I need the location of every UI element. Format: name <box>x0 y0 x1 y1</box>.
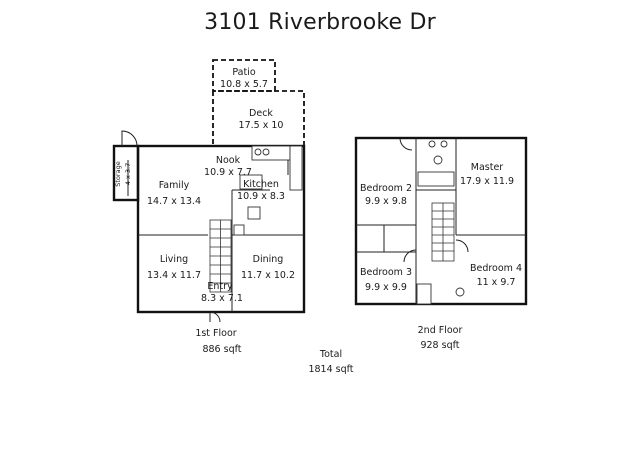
second-floor-stairs <box>431 202 455 262</box>
total-sqft: 1814 sqft <box>308 364 353 375</box>
room-dims-bedroom-2: 9.9 x 9.8 <box>365 196 407 207</box>
room-dims-living: 13.4 x 11.7 <box>147 270 201 281</box>
storage-outline <box>112 144 140 202</box>
room-name-kitchen: Kitchen <box>243 179 279 190</box>
room-name-bedroom-3: Bedroom 3 <box>360 267 412 278</box>
room-name-deck: Deck <box>249 108 273 119</box>
room-name-bedroom-4: Bedroom 4 <box>470 263 522 274</box>
room-name-family: Family <box>159 180 190 191</box>
floor-2-name: 2nd Floor <box>418 325 463 336</box>
bathtub <box>417 171 455 187</box>
room-dims-storage: 4 x 3.7 <box>124 163 132 185</box>
kitchen-island <box>239 174 263 190</box>
kitchen-counter-side <box>289 145 303 191</box>
room-name-living: Living <box>160 254 188 265</box>
room-name-master: Master <box>471 162 504 173</box>
second-floor-outer-wall <box>354 136 528 306</box>
room-dims-bedroom-4: 11 x 9.7 <box>477 277 516 288</box>
room-dims-master: 17.9 x 11.9 <box>460 176 514 187</box>
second-floor-plan <box>354 136 528 306</box>
room-name-bedroom-2: Bedroom 2 <box>360 183 412 194</box>
room-dims-bedroom-3: 9.9 x 9.9 <box>365 282 407 293</box>
first-floor-outer-wall <box>136 144 306 314</box>
floor-2-sqft: 928 sqft <box>420 340 459 351</box>
first-floor-stairs <box>209 219 232 293</box>
floor-1-sqft: 886 sqft <box>202 344 241 355</box>
room-name-patio: Patio <box>232 67 255 78</box>
room-name-dining: Dining <box>253 254 284 265</box>
room-dims-nook: 10.9 x 7.7 <box>204 167 252 178</box>
room-dims-entry: 8.3 x 7.1 <box>201 293 243 304</box>
front-door <box>209 311 221 323</box>
first-floor-plan <box>112 59 306 323</box>
room-dims-family: 14.7 x 13.4 <box>147 196 201 207</box>
deck-outline <box>212 90 305 146</box>
room-name-entry: Entry <box>207 281 233 292</box>
room-dims-kitchen: 10.9 x 8.3 <box>237 191 285 202</box>
room-dims-patio: 10.8 x 5.7 <box>220 79 268 90</box>
room-dims-deck: 17.5 x 10 <box>239 120 284 131</box>
page-title: 3101 Riverbrooke Dr <box>204 10 436 35</box>
floor-1-name: 1st Floor <box>195 328 236 339</box>
shower <box>416 283 432 305</box>
storage-door <box>121 130 138 147</box>
total-label: Total <box>319 349 342 360</box>
room-name-nook: Nook <box>216 155 241 166</box>
room-dims-dining: 11.7 x 10.2 <box>241 270 295 281</box>
room-name-storage: Storage <box>114 161 122 186</box>
